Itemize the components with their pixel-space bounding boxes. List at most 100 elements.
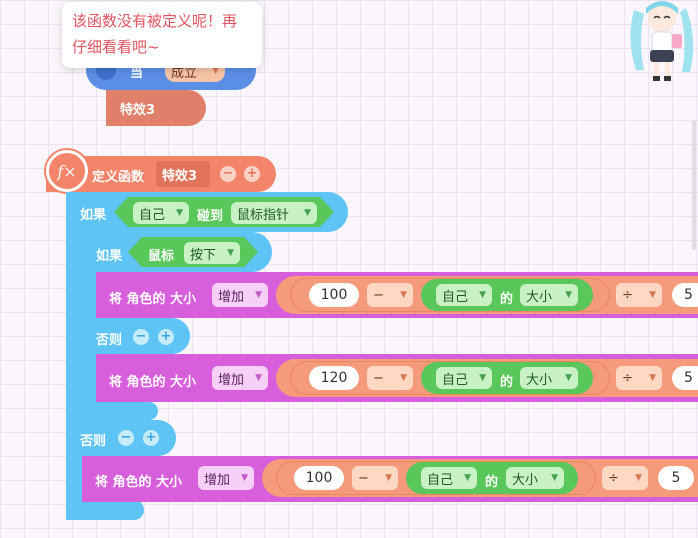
fx-icon: f× xyxy=(46,150,88,192)
of-label: 的 xyxy=(500,292,514,307)
divisor-input[interactable]: 5 xyxy=(658,466,694,490)
add-param-button[interactable]: + xyxy=(244,166,260,182)
size-op-dropdown[interactable]: 增加 ▼ xyxy=(198,466,254,490)
chevron-down-icon: ▼ xyxy=(551,473,558,483)
inner-else-add-button[interactable]: + xyxy=(158,329,174,345)
chevron-down-icon: ▼ xyxy=(565,373,572,383)
size-op-value: 增加 xyxy=(204,472,231,488)
define-function-label: 定义函数 xyxy=(92,170,145,185)
number-value: 100 xyxy=(320,287,348,303)
size-change-prefix: 将 角色的 大小 xyxy=(109,292,197,307)
function-name: 特效3 xyxy=(162,168,198,184)
divide-op-value: ÷ xyxy=(608,470,619,486)
property-object-dropdown[interactable]: 自己 ▼ xyxy=(421,467,477,489)
property-object-dropdown[interactable]: 自己 ▼ xyxy=(436,367,492,389)
chevron-down-icon: ▼ xyxy=(176,208,183,218)
plus-icon: + xyxy=(246,166,258,181)
chevron-down-icon: ▼ xyxy=(227,248,234,258)
mouse-state-value: 按下 xyxy=(190,247,217,263)
partial-condition-value: 成立 xyxy=(171,65,198,81)
inner-else-label: 否则 xyxy=(96,333,123,348)
number-value: 100 xyxy=(305,470,333,486)
minus-icon: − xyxy=(222,166,234,181)
divide-op-value: ÷ xyxy=(622,287,633,303)
anime-mascot-icon[interactable] xyxy=(624,0,698,84)
mouse-label: 鼠标 xyxy=(148,249,175,264)
minus-op-value: − xyxy=(358,470,369,486)
outer-else-add-button[interactable]: + xyxy=(143,430,159,446)
chevron-down-icon: ▼ xyxy=(464,473,471,483)
minus-op-value: − xyxy=(373,287,384,303)
remove-param-button[interactable]: − xyxy=(220,166,236,182)
vertical-scrollbar[interactable] xyxy=(692,120,696,250)
minus-op-value: − xyxy=(373,370,384,386)
effect-call-block[interactable]: 特效3 xyxy=(106,90,206,126)
property-object-value: 自己 xyxy=(442,289,469,305)
divisor-value: 5 xyxy=(671,470,681,486)
function-name-field[interactable]: 特效3 xyxy=(156,161,210,187)
property-object-value: 自己 xyxy=(442,372,469,388)
size-op-dropdown[interactable]: 增加 ▼ xyxy=(212,366,268,390)
tooltip-line-1: 该函数没有被定义呢！再 xyxy=(72,12,238,30)
partial-if-label: 当 xyxy=(130,66,144,81)
mouse-state-dropdown[interactable]: 按下 ▼ xyxy=(184,242,240,264)
property-object-value: 自己 xyxy=(427,472,454,488)
property-object-dropdown[interactable]: 自己 ▼ xyxy=(436,284,492,306)
outer-else-label: 否则 xyxy=(80,434,107,449)
touch-subject-value: 自己 xyxy=(139,207,166,223)
error-tooltip: 该函数没有被定义呢！再 仔细看看吧~ xyxy=(62,2,262,68)
chevron-down-icon: ▼ xyxy=(304,208,311,218)
divisor-value: 5 xyxy=(684,287,693,303)
chevron-down-icon: ▼ xyxy=(649,290,656,300)
chevron-down-icon: ▼ xyxy=(385,473,392,483)
chevron-down-icon: ▼ xyxy=(255,373,262,383)
outer-if-spine xyxy=(66,230,82,520)
number-input[interactable]: 100 xyxy=(294,466,344,490)
divisor-input[interactable]: 5 xyxy=(672,366,698,390)
touch-label: 碰到 xyxy=(197,209,224,224)
chevron-down-icon: ▼ xyxy=(241,473,248,483)
chevron-down-icon: ▼ xyxy=(565,290,572,300)
fx-symbol: f× xyxy=(57,161,77,181)
minus-op-dropdown[interactable]: − ▼ xyxy=(352,466,398,490)
number-value: 120 xyxy=(320,370,348,386)
tooltip-line-2: 仔细看看吧~ xyxy=(72,38,160,56)
of-label: 的 xyxy=(485,475,499,490)
size-op-dropdown[interactable]: 增加 ▼ xyxy=(212,283,268,307)
chevron-down-icon: ▼ xyxy=(635,473,642,483)
inner-else-remove-button[interactable]: − xyxy=(133,329,149,345)
property-name-value: 大小 xyxy=(526,289,553,305)
chevron-down-icon: ▼ xyxy=(400,373,407,383)
chevron-down-icon: ▼ xyxy=(400,290,407,300)
touch-target-value: 鼠标指针 xyxy=(237,207,290,223)
divide-op-dropdown[interactable]: ÷ ▼ xyxy=(602,466,648,490)
outer-if-label: 如果 xyxy=(80,208,107,223)
property-name-value: 大小 xyxy=(512,472,539,488)
size-change-prefix: 将 角色的 大小 xyxy=(109,375,197,390)
divide-op-value: ÷ xyxy=(622,370,633,386)
touch-target-dropdown[interactable]: 鼠标指针 ▼ xyxy=(231,202,317,224)
size-op-value: 增加 xyxy=(218,372,245,388)
chevron-down-icon: ▼ xyxy=(212,66,219,76)
property-name-dropdown[interactable]: 大小 ▼ xyxy=(520,367,578,389)
size-op-value: 增加 xyxy=(218,289,245,305)
chevron-down-icon: ▼ xyxy=(255,290,262,300)
property-name-dropdown[interactable]: 大小 ▼ xyxy=(520,284,578,306)
chevron-down-icon: ▼ xyxy=(479,373,486,383)
of-label: 的 xyxy=(500,375,514,390)
minus-op-dropdown[interactable]: − ▼ xyxy=(367,283,413,307)
divisor-value: 5 xyxy=(684,370,693,386)
effect-call-label: 特效3 xyxy=(120,102,156,118)
minus-op-dropdown[interactable]: − ▼ xyxy=(367,366,413,390)
divide-op-dropdown[interactable]: ÷ ▼ xyxy=(616,366,662,390)
outer-else-remove-button[interactable]: − xyxy=(118,430,134,446)
divide-op-dropdown[interactable]: ÷ ▼ xyxy=(616,283,662,307)
chevron-down-icon: ▼ xyxy=(479,290,486,300)
number-input[interactable]: 120 xyxy=(309,366,359,390)
number-input[interactable]: 100 xyxy=(309,283,359,307)
outer-if-footer xyxy=(66,500,144,520)
divisor-input[interactable]: 5 xyxy=(672,283,698,307)
property-name-dropdown[interactable]: 大小 ▼ xyxy=(506,467,564,489)
touch-subject-dropdown[interactable]: 自己 ▼ xyxy=(133,202,189,224)
inner-if-label: 如果 xyxy=(96,249,123,264)
